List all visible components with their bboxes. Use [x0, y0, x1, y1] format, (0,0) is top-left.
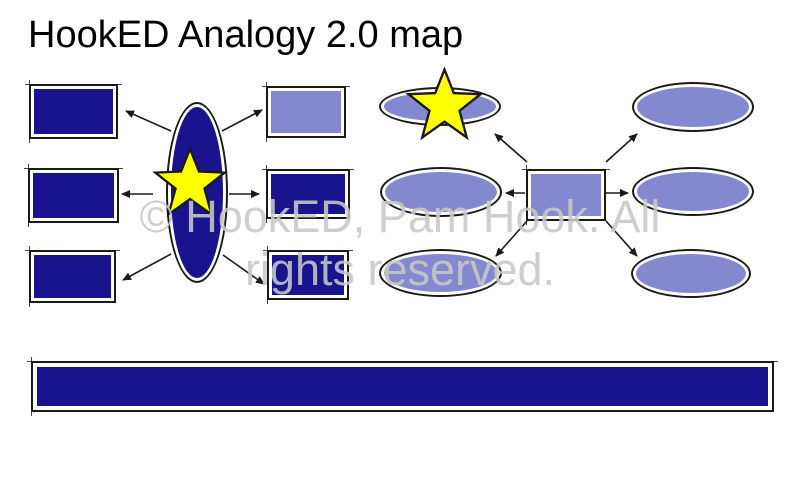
- left-map-box-mid-right: [262, 165, 354, 223]
- left-map-box-bottom-right: [263, 246, 353, 304]
- arrow-left-hub-to-upper-left: [125, 110, 172, 132]
- arrow-left-hub-to-lower-left: [122, 253, 172, 281]
- arrow-right-hub-to-upper-right: [605, 133, 638, 163]
- star-icon-right-top-left-ellipse: [405, 66, 484, 141]
- right-map-ellipse-mid-left: [382, 169, 500, 215]
- right-map-ellipse-mid-right: [634, 169, 752, 214]
- right-map-ellipse-bottom-right: [633, 251, 749, 296]
- left-map-box-mid-left: [24, 164, 123, 227]
- arrow-right-hub-to-lower-left: [495, 220, 528, 257]
- page-title: HookED Analogy 2.0 map: [28, 14, 464, 56]
- right-map-ellipse-top-right: [634, 84, 752, 130]
- left-map-box-top-right: [262, 82, 350, 142]
- right-map-ellipse-bottom-left: [381, 251, 500, 295]
- bottom-bar: [27, 357, 778, 416]
- left-map-box-bottom-left: [25, 246, 120, 307]
- arrow-right-hub-to-upper-left: [494, 133, 528, 163]
- arrow-left-hub-to-upper-right: [221, 109, 263, 132]
- right-map-hub-box: [522, 165, 610, 225]
- star-icon-left-hub: [152, 145, 228, 218]
- arrow-right-hub-to-lower-right: [605, 220, 638, 257]
- arrow-left-hub-to-lower-right: [222, 254, 265, 285]
- left-map-box-top-left: [25, 80, 122, 143]
